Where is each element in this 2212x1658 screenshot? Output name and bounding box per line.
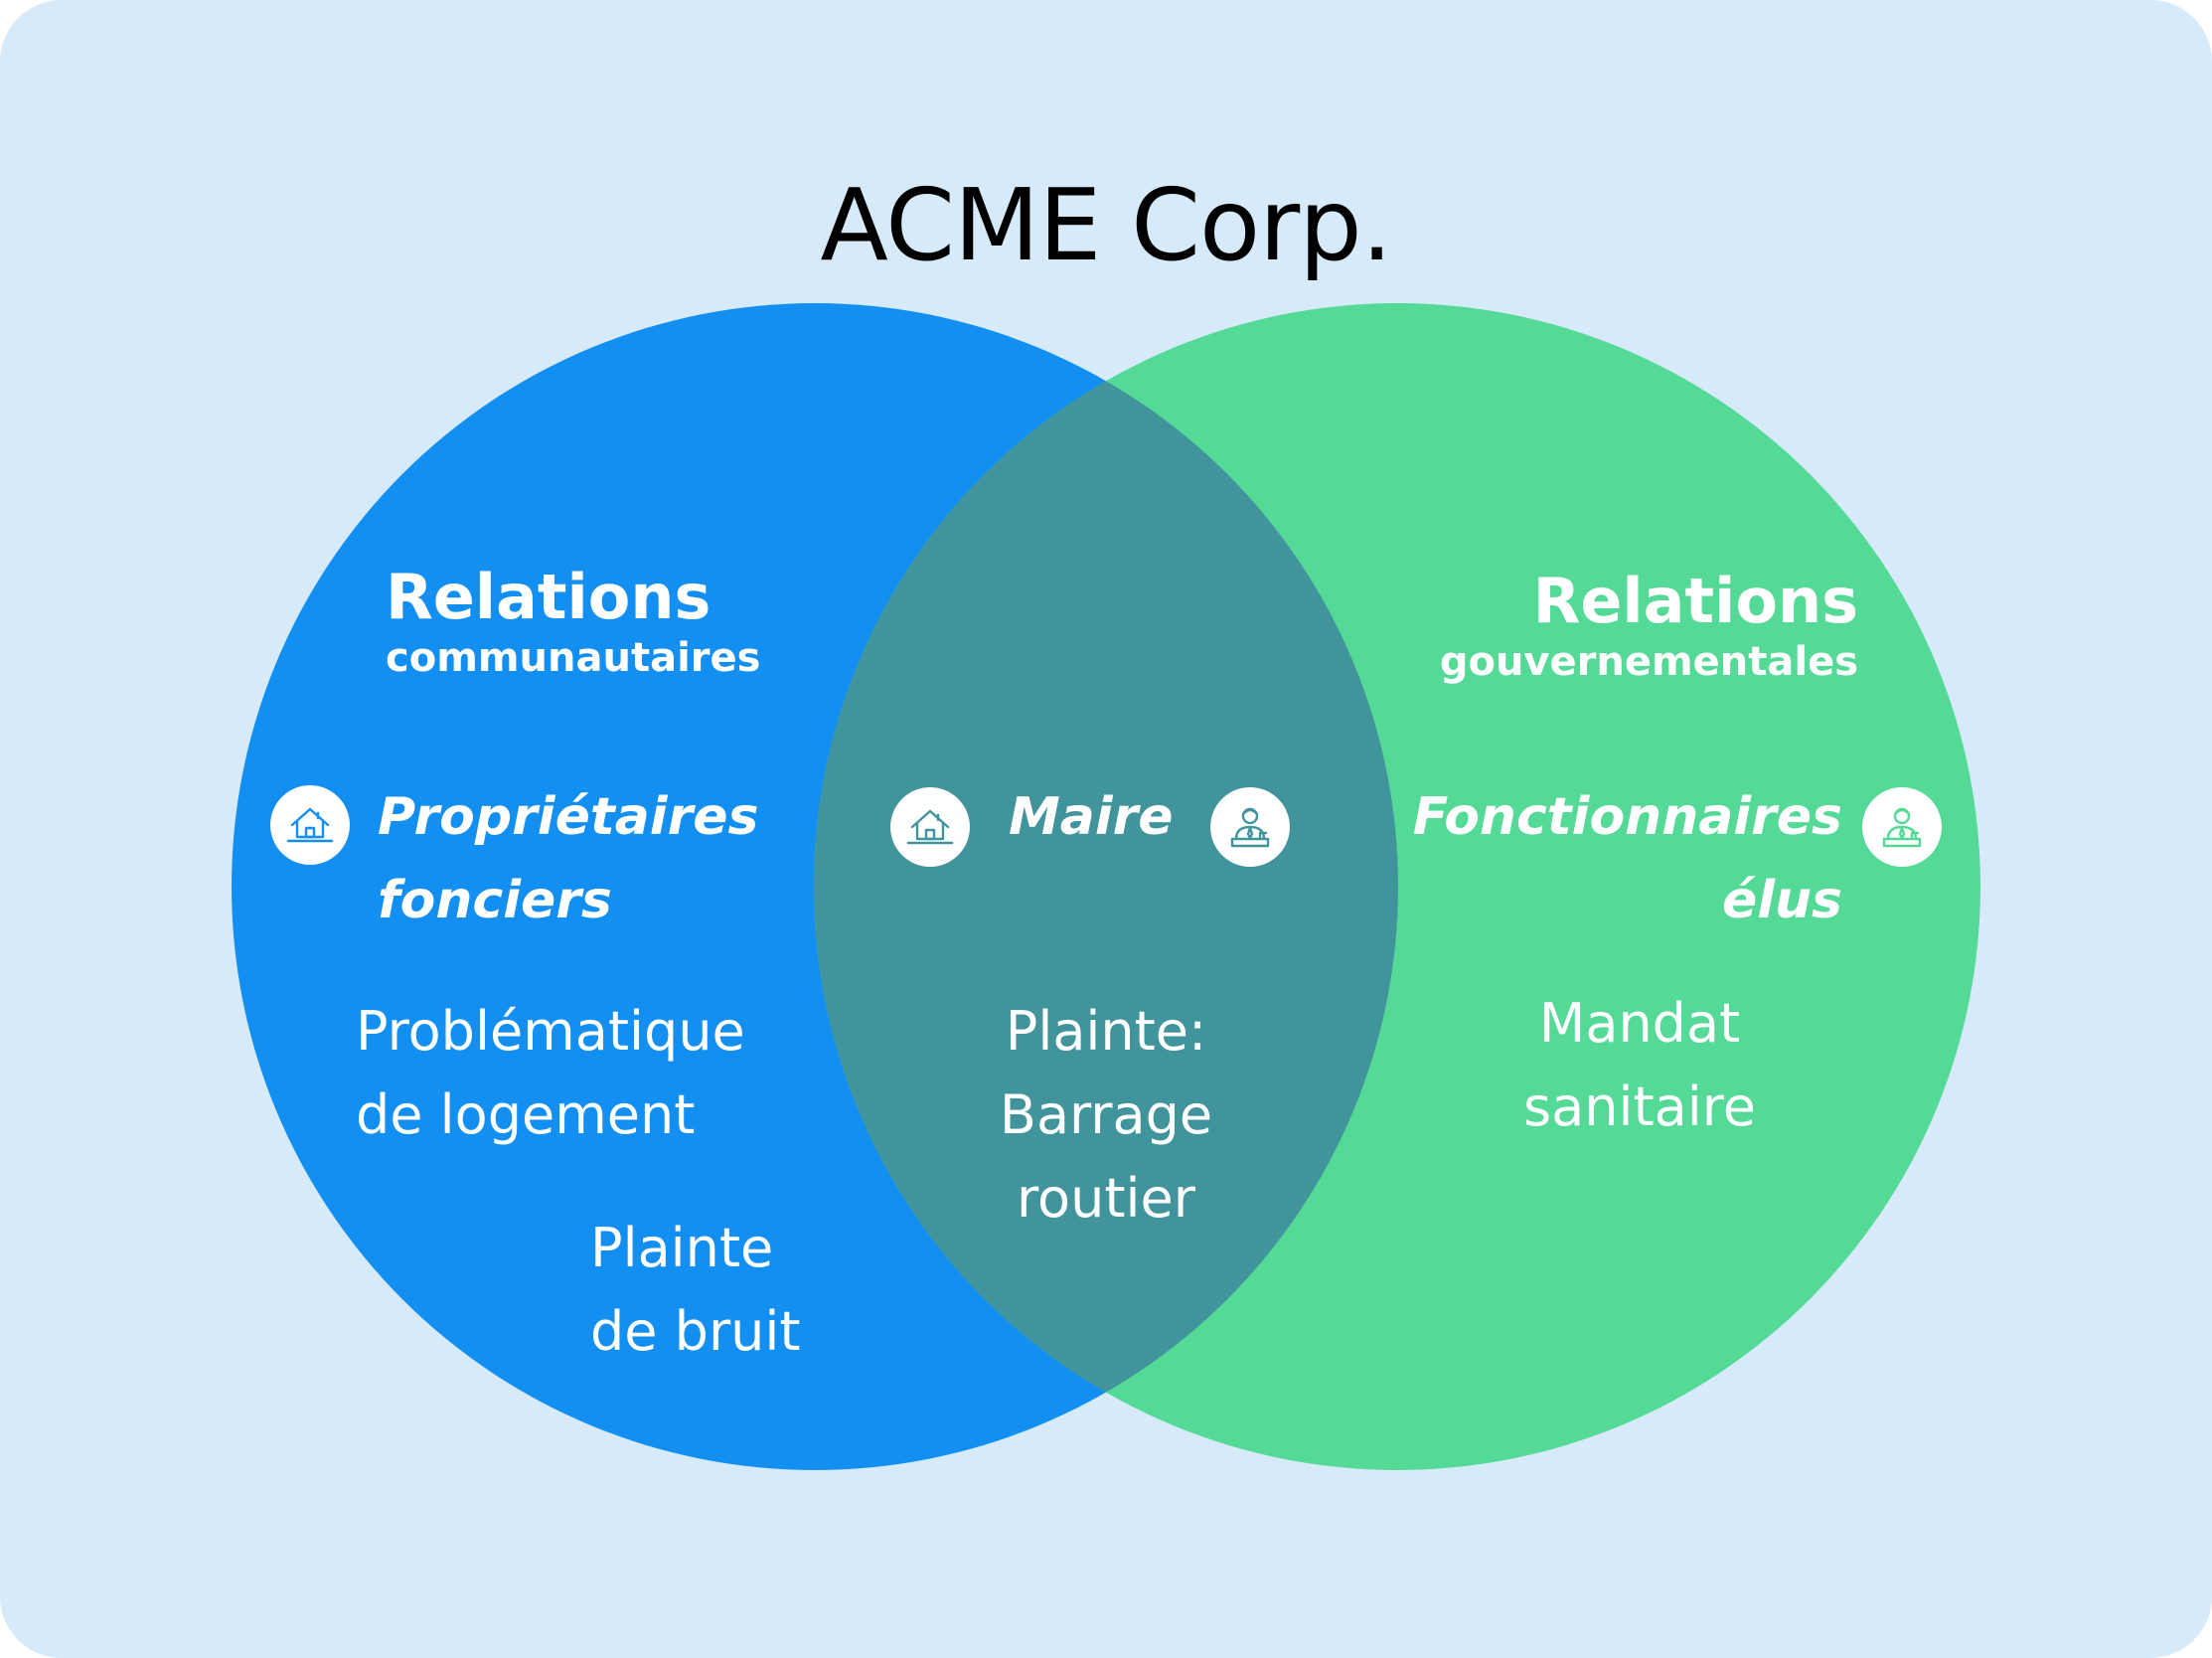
- community-relations-heading: Relations communautaires: [386, 561, 761, 681]
- housing-issue-line-2: de logement: [356, 1083, 696, 1146]
- house-icon: [890, 787, 970, 867]
- noise-complaint-line-1: Plainte: [590, 1217, 774, 1279]
- roadblock-complaint-line-3: routier: [1017, 1167, 1195, 1230]
- health-mandate-line-1: Mandat: [1538, 992, 1741, 1055]
- landowners-label: Propriétaires fonciers: [378, 775, 758, 942]
- government-relations-title: Relations: [1532, 565, 1858, 637]
- roadblock-complaint: Plainte: Barrage routier: [907, 990, 1305, 1241]
- housing-issue-line-1: Problématique: [356, 1000, 745, 1063]
- official-icon: [1210, 787, 1290, 867]
- government-relations-subtitle: gouvernementales: [1439, 639, 1858, 685]
- elected-officials-label: Fonctionnaires élus: [1413, 775, 1842, 942]
- community-relations-title: Relations: [386, 561, 711, 633]
- roadblock-complaint-line-1: Plainte:: [1005, 1000, 1207, 1063]
- noise-complaint: Plainte de bruit: [590, 1207, 801, 1374]
- landowners-line-1: Propriétaires: [378, 787, 759, 847]
- mayor-label: Maire: [1009, 787, 1174, 847]
- elected-officials-line-1: Fonctionnaires: [1412, 787, 1842, 847]
- noise-complaint-line-2: de bruit: [590, 1300, 801, 1363]
- housing-issue: Problématique de logement: [356, 990, 745, 1157]
- diagram-title: ACME Corp.: [820, 167, 1392, 283]
- elected-officials-line-2: élus: [1721, 871, 1842, 930]
- health-mandate: Mandat sanitaire: [1431, 982, 1848, 1149]
- health-mandate-line-2: sanitaire: [1523, 1076, 1756, 1138]
- community-relations-subtitle: communautaires: [386, 635, 761, 681]
- official-icon: [1862, 787, 1942, 867]
- landowners-line-2: fonciers: [378, 871, 612, 930]
- house-icon: [270, 785, 350, 865]
- roadblock-complaint-line-2: Barrage: [999, 1083, 1213, 1146]
- overlap-region: [814, 303, 1398, 1470]
- government-relations-heading: Relations gouvernementales: [1439, 565, 1858, 685]
